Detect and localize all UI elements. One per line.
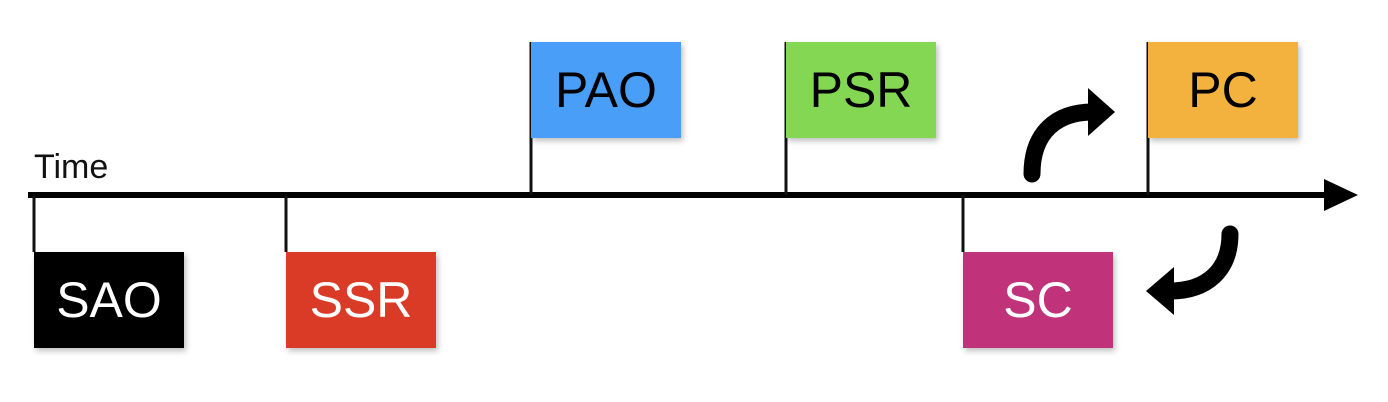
- event-pao: PAO: [531, 42, 681, 138]
- event-sc-label: SC: [1003, 272, 1072, 328]
- event-pc: PC: [1148, 42, 1298, 138]
- event-sc: SC: [963, 252, 1113, 348]
- curved-arrow-down-icon: [1146, 225, 1239, 315]
- event-pc-box: [1148, 42, 1298, 138]
- event-ssr: SSR: [286, 252, 436, 348]
- curved-arrow-up-icon: [1023, 88, 1115, 183]
- event-sao-box: [34, 252, 184, 348]
- event-ssr-label: SSR: [310, 272, 413, 328]
- event-psr: PSR: [786, 42, 936, 138]
- event-sc-box: [963, 252, 1113, 348]
- event-pao-box: [531, 42, 681, 138]
- event-pc-label: PC: [1188, 62, 1257, 118]
- time-axis-arrowhead-icon: [1324, 179, 1358, 211]
- event-psr-box: [786, 42, 936, 138]
- event-psr-label: PSR: [810, 62, 913, 118]
- event-pao-label: PAO: [555, 62, 657, 118]
- event-ssr-box: [286, 252, 436, 348]
- event-sao: SAO: [34, 252, 184, 348]
- event-sao-label: SAO: [56, 272, 162, 328]
- axis-label: Time: [34, 148, 108, 186]
